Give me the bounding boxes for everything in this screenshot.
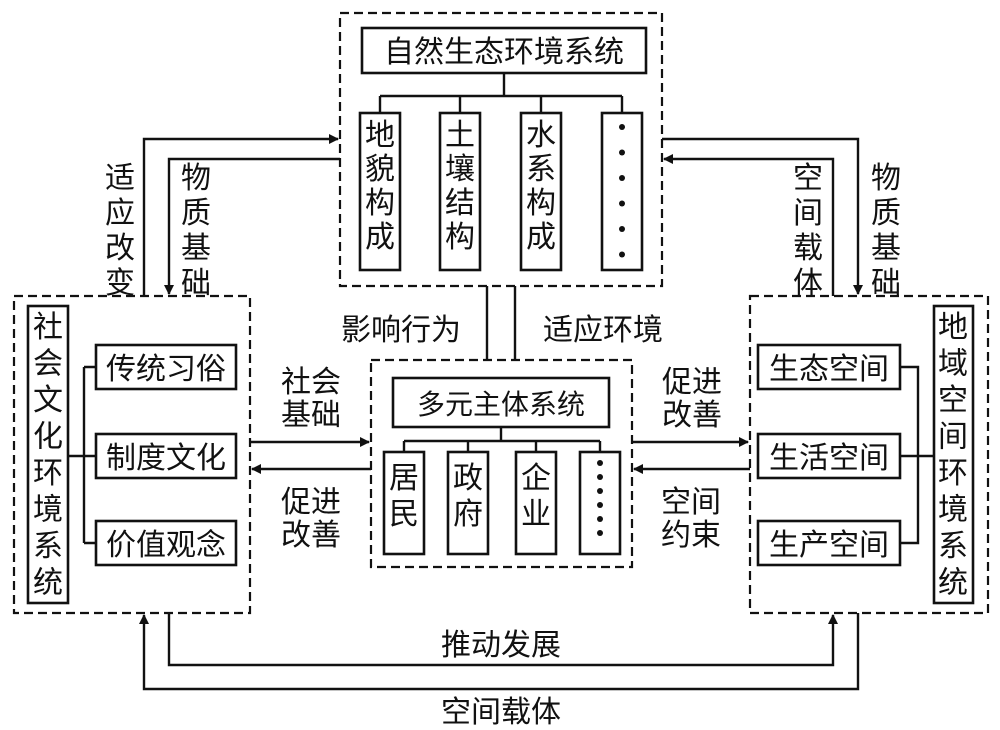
natural-system-title: 自然生态环境系统 xyxy=(384,35,624,70)
multi-system-title-box xyxy=(391,376,611,429)
multi-item-label: 政府 xyxy=(453,461,483,532)
multi-item-box xyxy=(514,450,558,556)
arrow-social-to-regional xyxy=(167,613,838,667)
arrow-natural-to-regional xyxy=(662,137,863,295)
natural-tree-connector xyxy=(378,73,624,113)
regional-tree-connector xyxy=(900,365,934,545)
regional-item-box xyxy=(756,432,902,480)
social-system-title: 社会文化环境系统 xyxy=(33,310,63,601)
natural-item-label: 土壤结构 xyxy=(445,118,475,255)
label-multi-to-social: 促进改善 xyxy=(281,485,341,553)
social-item-box xyxy=(94,519,238,567)
natural-item-box xyxy=(600,111,644,272)
ellipsis-dot xyxy=(619,200,625,207)
multi-item-ellipsis-text: ······ xyxy=(600,449,603,451)
social-item-label: 传统习俗 xyxy=(106,352,226,387)
natural-item-label: 水系构成 xyxy=(526,118,556,255)
regional-system-title: 地域空间环境系统 xyxy=(938,310,968,601)
natural-item-ellipsis-text: ······ xyxy=(622,109,625,111)
multi-item-box xyxy=(382,450,426,556)
arrow-regional-to-natural xyxy=(663,154,835,296)
multi-item-box xyxy=(446,450,490,556)
label-natural-to-social: 物质基础 xyxy=(181,161,211,301)
ellipsis-dot xyxy=(619,149,625,156)
label-multi-to-natural: 影响行为 xyxy=(341,313,461,348)
label-regional-to-social: 空间载体 xyxy=(441,695,561,730)
natural-item-label: 地貌构成 xyxy=(365,118,395,255)
ellipsis-dot xyxy=(597,460,603,466)
ellipsis-dot xyxy=(597,474,603,480)
natural-system-frame xyxy=(338,11,664,288)
ellipsis-dot xyxy=(619,124,625,130)
label-natural-to-regional: 物质基础 xyxy=(871,161,901,301)
label-social-to-regional: 推动发展 xyxy=(441,628,561,663)
natural-system-group: 自然生态环境系统 地貌构成 土壤结构 水系构成 ······ xyxy=(338,11,664,288)
social-tree-connector xyxy=(68,365,96,545)
regional-item-label: 生态空间 xyxy=(769,352,889,387)
ellipsis-dot xyxy=(597,488,603,494)
social-system-title-box xyxy=(26,304,70,605)
social-item-box xyxy=(94,432,238,480)
natural-item-box xyxy=(519,111,563,272)
label-social-to-multi: 社会基础 xyxy=(281,365,341,433)
regional-system-title-box xyxy=(932,304,975,605)
natural-item-ellipsis xyxy=(619,124,625,258)
label-regional-to-multi: 空间约束 xyxy=(661,485,721,553)
label-regional-to-natural: 空间载体 xyxy=(793,161,823,301)
social-item-label: 制度文化 xyxy=(106,441,226,476)
arrow-regional-to-social xyxy=(139,613,860,691)
label-natural-to-multi: 适应环境 xyxy=(543,313,663,348)
multi-system-title: 多元主体系统 xyxy=(417,388,585,421)
label-multi-to-regional: 促进改善 xyxy=(662,365,722,433)
natural-item-box xyxy=(438,111,482,272)
ellipsis-dot xyxy=(619,251,625,258)
social-item-box xyxy=(94,343,238,391)
multi-item-label: 居民 xyxy=(389,461,419,532)
label-social-to-natural: 适应改变 xyxy=(105,161,135,301)
regional-item-box xyxy=(756,519,902,567)
multi-item-label: 企业 xyxy=(521,461,551,532)
ellipsis-dot xyxy=(619,226,625,232)
ellipsis-dot xyxy=(597,502,603,508)
social-item-label: 价值观念 xyxy=(106,528,226,563)
ellipsis-dot xyxy=(597,530,603,536)
regional-item-label: 生活空间 xyxy=(769,441,889,476)
natural-item-box xyxy=(358,111,402,272)
regional-item-label: 生产空间 xyxy=(769,528,889,563)
social-system-frame xyxy=(12,294,252,615)
regional-system-frame xyxy=(748,294,990,615)
multi-tree-connector xyxy=(402,427,602,452)
arrow-natural-to-social xyxy=(164,157,340,295)
arrow-social-to-natural xyxy=(142,134,339,296)
ellipsis-dot xyxy=(597,516,603,522)
multi-system-frame xyxy=(369,358,634,569)
multi-item-ellipsis xyxy=(597,460,603,536)
link-natural-multi xyxy=(485,286,517,360)
ellipsis-dot xyxy=(619,175,625,181)
regional-item-box xyxy=(756,343,902,391)
